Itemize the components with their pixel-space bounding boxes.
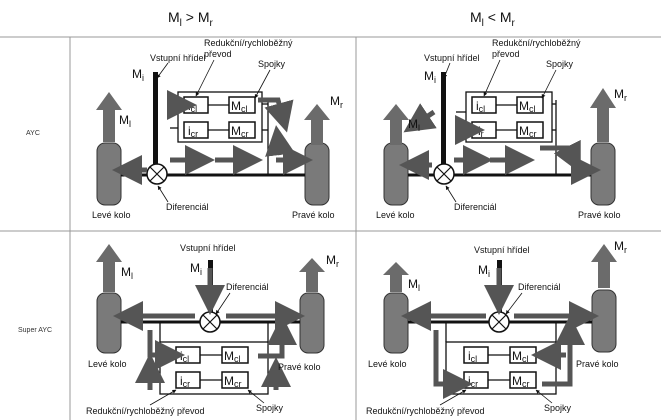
right-wheel-icon bbox=[304, 142, 330, 206]
svg-text:Redukční/rychloběžný převod: Redukční/rychloběžný převod bbox=[86, 406, 205, 416]
left-wheel-icon bbox=[383, 142, 409, 206]
svg-text:Ml: Ml bbox=[408, 117, 420, 133]
svg-text:Vstupní hřídel: Vstupní hřídel bbox=[180, 243, 236, 253]
svg-text:Redukční/rychloběžný převod: Redukční/rychloběžný převod bbox=[366, 406, 485, 416]
svg-text:Mcr: Mcr bbox=[224, 374, 242, 389]
svg-text:Mcl: Mcl bbox=[512, 349, 529, 364]
svg-text:Redukční/rychloběžný: Redukční/rychloběžný bbox=[492, 38, 581, 48]
svg-text:icr: icr bbox=[188, 124, 198, 139]
right-wheel-icon bbox=[591, 289, 617, 353]
torque-arrow-left-icon bbox=[383, 262, 409, 292]
svg-text:Mcl: Mcl bbox=[224, 349, 241, 364]
svg-text:převod: převod bbox=[204, 49, 232, 59]
svg-text:Diferenciál: Diferenciál bbox=[166, 202, 209, 212]
svg-text:Mcl: Mcl bbox=[519, 99, 536, 114]
torque-arrow-right-icon bbox=[304, 104, 330, 145]
left-wheel-icon bbox=[383, 292, 409, 354]
svg-text:Levé kolo: Levé kolo bbox=[368, 359, 407, 369]
left-wheel-icon bbox=[96, 142, 122, 206]
svg-text:Mcl: Mcl bbox=[231, 99, 248, 114]
svg-text:Diferenciál: Diferenciál bbox=[518, 282, 561, 292]
svg-text:icl: icl bbox=[476, 99, 485, 114]
svg-text:Mcr: Mcr bbox=[512, 374, 530, 389]
torque-arrow-right-icon bbox=[591, 244, 617, 288]
row-label-super-ayc: Super AYC bbox=[18, 327, 52, 334]
svg-text:Pravé kolo: Pravé kolo bbox=[278, 362, 321, 372]
panel-ayc-left: icl Mcl icr Mcr Vstupní hřídel Redukční/… bbox=[92, 38, 343, 220]
svg-text:Levé kolo: Levé kolo bbox=[376, 210, 415, 220]
svg-text:Diferenciál: Diferenciál bbox=[454, 202, 497, 212]
svg-text:Mr: Mr bbox=[614, 87, 627, 103]
svg-text:Ml: Ml bbox=[119, 113, 131, 129]
svg-text:Redukční/rychloběžný: Redukční/rychloběžný bbox=[204, 38, 293, 48]
panel-ayc-right: icl Mcl ir Mcr Vstupní hřídel Redukční/r… bbox=[376, 38, 627, 220]
svg-text:Pravé kolo: Pravé kolo bbox=[576, 359, 619, 369]
right-wheel-icon bbox=[590, 142, 616, 206]
torque-arrow-left-icon bbox=[96, 92, 122, 142]
panel-super-ayc-right: icl Mcl icr Mcr Vstupní hřídel Diferenci… bbox=[366, 239, 627, 416]
torque-arrow-left-icon bbox=[96, 244, 122, 292]
panel-super-ayc-left: icl Mcl icr Mcr Vstupní hřídel Diferenci… bbox=[86, 243, 339, 416]
svg-text:icr: icr bbox=[180, 374, 190, 389]
svg-text:Diferenciál: Diferenciál bbox=[226, 282, 269, 292]
row-label-ayc: AYC bbox=[26, 130, 40, 137]
left-wheel-icon bbox=[96, 292, 122, 354]
svg-text:Mcr: Mcr bbox=[231, 124, 249, 139]
column-header-left: Ml > Mr bbox=[168, 9, 214, 29]
torque-arrow-right-icon bbox=[299, 258, 325, 292]
svg-text:převod: převod bbox=[492, 49, 520, 59]
svg-text:Levé kolo: Levé kolo bbox=[88, 359, 127, 369]
svg-text:Mi: Mi bbox=[190, 261, 202, 277]
svg-text:Mi: Mi bbox=[478, 263, 490, 279]
column-header-right: Ml < Mr bbox=[470, 9, 516, 29]
svg-text:Spojky: Spojky bbox=[544, 403, 572, 413]
svg-text:Vstupní hřídel: Vstupní hřídel bbox=[474, 245, 530, 255]
svg-text:Spojky: Spojky bbox=[256, 403, 284, 413]
svg-text:Vstupní hřídel: Vstupní hřídel bbox=[424, 53, 480, 63]
box-ir bbox=[471, 121, 497, 139]
svg-text:Mr: Mr bbox=[614, 239, 627, 255]
svg-text:Mcr: Mcr bbox=[519, 124, 537, 139]
torque-arrow-right-icon bbox=[590, 88, 616, 142]
svg-text:icl: icl bbox=[468, 349, 477, 364]
svg-text:Pravé kolo: Pravé kolo bbox=[578, 210, 621, 220]
svg-text:Spojky: Spojky bbox=[258, 59, 286, 69]
grid-lines bbox=[0, 36, 661, 420]
svg-text:Mi: Mi bbox=[424, 69, 436, 85]
svg-text:Mr: Mr bbox=[330, 94, 343, 110]
svg-text:Pravé kolo: Pravé kolo bbox=[292, 210, 335, 220]
svg-text:Vstupní hřídel: Vstupní hřídel bbox=[150, 53, 206, 63]
svg-text:Mi: Mi bbox=[132, 67, 144, 83]
svg-text:Spojky: Spojky bbox=[546, 59, 574, 69]
svg-text:Ml: Ml bbox=[408, 277, 420, 293]
torque-arrow-left-icon bbox=[383, 104, 409, 145]
svg-text:Ml: Ml bbox=[121, 265, 133, 281]
right-wheel-icon bbox=[299, 292, 325, 354]
svg-text:Mr: Mr bbox=[326, 253, 339, 269]
svg-text:Levé kolo: Levé kolo bbox=[92, 210, 131, 220]
